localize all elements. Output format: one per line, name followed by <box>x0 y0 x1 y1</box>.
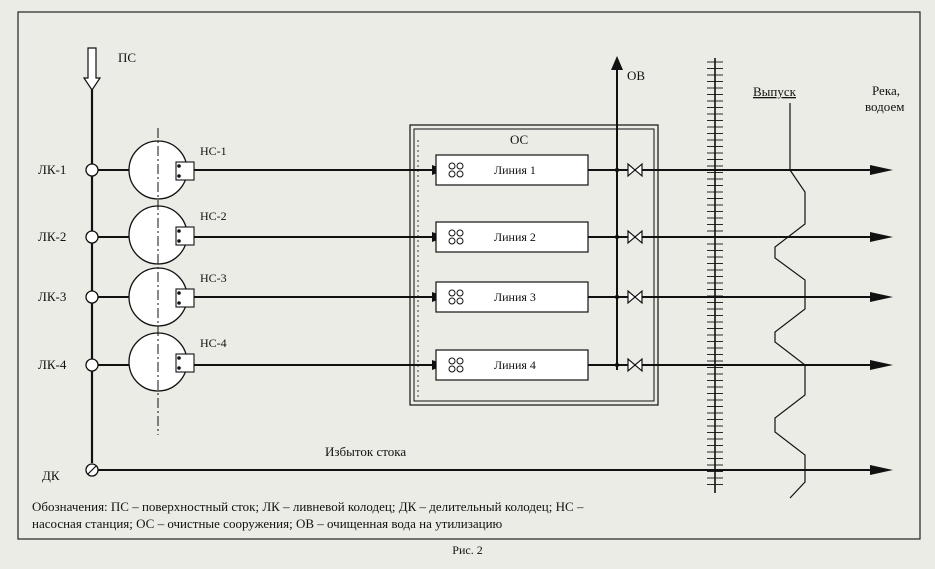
river-label-1: Река, <box>872 83 900 98</box>
ov-label: ОВ <box>627 68 645 83</box>
outlet-zigzag <box>774 169 806 499</box>
figure-caption: Рис. 2 <box>452 543 483 557</box>
treatment-line-box <box>435 221 589 253</box>
treatment-line-label: Линия 1 <box>494 163 536 177</box>
valve-icon <box>627 289 643 305</box>
aerator-icon <box>448 357 464 373</box>
storm-well <box>85 230 99 244</box>
outflow-arrow <box>870 165 893 175</box>
storm-well <box>85 358 99 372</box>
surface-runoff-arrow <box>82 47 102 92</box>
river-label-2: водоем <box>865 99 904 114</box>
os-building-inner <box>413 128 655 402</box>
lk-label: ЛК-2 <box>38 229 66 244</box>
ov-arrow <box>611 56 623 70</box>
ns-label: НС-4 <box>200 336 227 350</box>
ns-label: НС-2 <box>200 209 227 223</box>
vypusk-label: Выпуск <box>753 84 797 99</box>
pump-dot <box>177 164 181 168</box>
izbytok-label: Избыток стока <box>325 444 406 459</box>
ns-label: НС-3 <box>200 271 227 285</box>
lk-label: ЛК-1 <box>38 162 66 177</box>
treatment-line-label: Линия 4 <box>494 358 536 372</box>
pump-dot <box>177 356 181 360</box>
legend-line-2: насосная станция; ОС – очистные сооружен… <box>32 516 503 531</box>
excess-flow-arrow <box>870 465 893 475</box>
ps-label: ПС <box>118 50 136 65</box>
legend-line-1: Обозначения: ПС – поверхностный сток; ЛК… <box>32 499 584 514</box>
storm-well <box>85 290 99 304</box>
ns-label: НС-1 <box>200 144 227 158</box>
outflow-arrow <box>870 292 893 302</box>
bank-hatching <box>707 61 723 485</box>
lk-label: ЛК-4 <box>38 357 67 372</box>
treatment-line-box <box>435 349 589 381</box>
valve-icon <box>627 357 643 373</box>
pump-dot <box>177 291 181 295</box>
treatment-line-label: Линия 3 <box>494 290 536 304</box>
treatment-line-box <box>435 154 589 186</box>
aerator-icon <box>448 229 464 245</box>
pump-dot <box>177 229 181 233</box>
pump-dot <box>177 239 181 243</box>
lk-label: ЛК-3 <box>38 289 66 304</box>
os-label: ОС <box>510 132 528 147</box>
outer-frame <box>17 11 921 540</box>
outflow-arrow <box>870 232 893 242</box>
pump-dot <box>177 301 181 305</box>
legend: Обозначения: ПС – поверхностный сток; ЛК… <box>32 498 672 532</box>
pump-dot <box>177 174 181 178</box>
dividing-well-slash <box>87 465 97 475</box>
valve-icon <box>627 162 643 178</box>
storm-well <box>85 163 99 177</box>
dk-label: ДК <box>42 468 60 483</box>
os-building-outer <box>409 124 659 406</box>
outflow-arrow <box>870 360 893 370</box>
aerator-icon <box>448 289 464 305</box>
treatment-line-label: Линия 2 <box>494 230 536 244</box>
valve-icon <box>627 229 643 245</box>
aerator-icon <box>448 162 464 178</box>
pump-dot <box>177 366 181 370</box>
